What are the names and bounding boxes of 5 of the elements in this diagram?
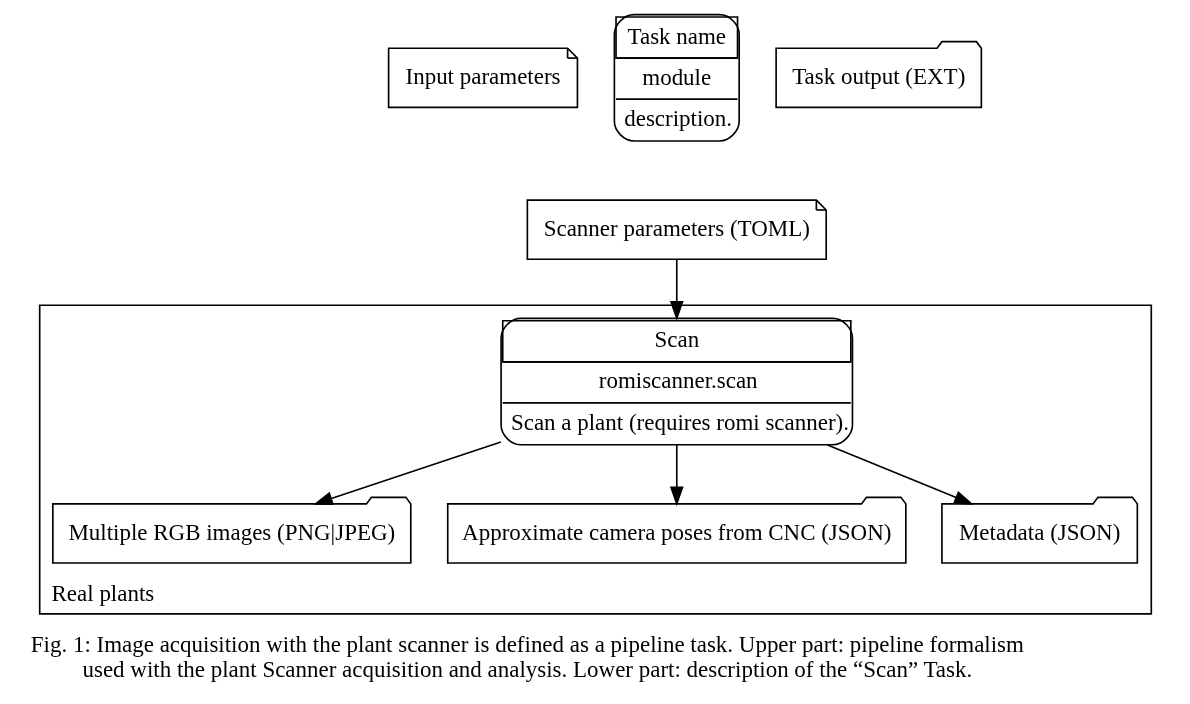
- caption: Fig. 1: Image acquisition with the plant scanner is defined as a pipeline task. Upper part: pipeline formalism used with the plant Scanner acquisition and analysis. Lower part: description of the “Scan” Task.: [30, 631, 1024, 682]
- arrow: [669, 444, 684, 507]
- arrow: [669, 258, 684, 321]
- arrow: [312, 441, 502, 505]
- arrow: [826, 444, 974, 505]
